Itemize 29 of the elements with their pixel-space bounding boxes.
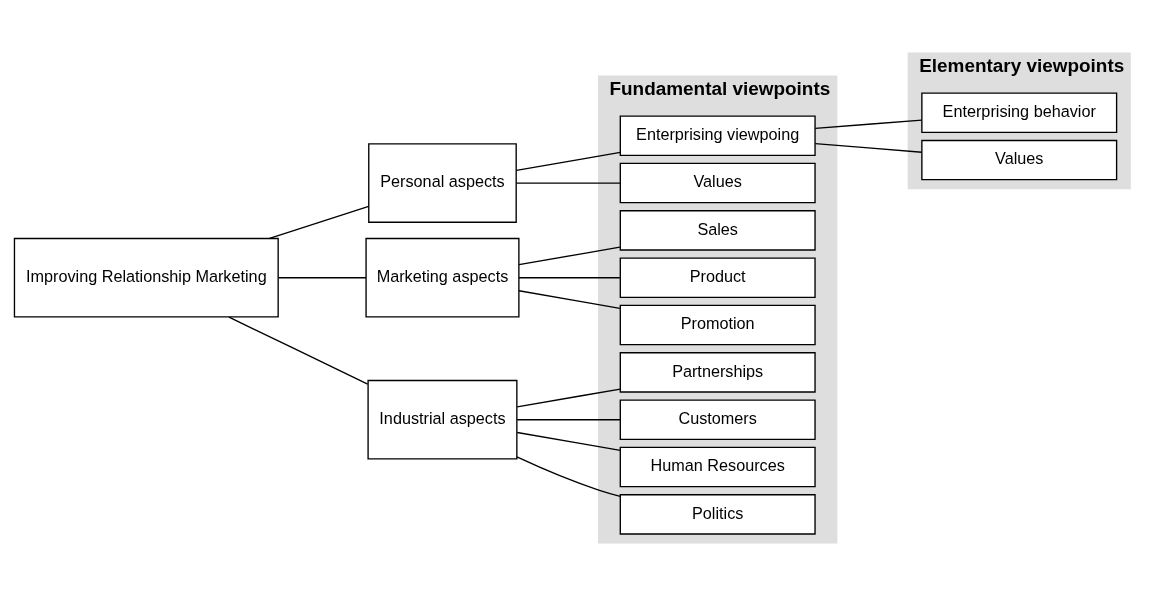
connector bbox=[515, 182, 621, 184]
node-box: Product bbox=[619, 257, 816, 298]
connector bbox=[518, 246, 621, 266]
node-box: Enterprising viewpoing bbox=[619, 115, 816, 156]
node-box: Politics bbox=[619, 494, 816, 535]
node-box: Partnerships bbox=[619, 352, 816, 393]
connector bbox=[516, 431, 621, 452]
connector bbox=[814, 142, 923, 153]
connector bbox=[516, 388, 621, 408]
node-box: Marketing aspects bbox=[365, 237, 520, 318]
connector bbox=[516, 419, 621, 421]
node-box: Values bbox=[619, 162, 816, 204]
node-box: Industrial aspects bbox=[367, 379, 518, 460]
connector bbox=[268, 205, 370, 240]
connector bbox=[518, 290, 621, 309]
connector bbox=[518, 277, 621, 279]
node-box: Values bbox=[921, 139, 1118, 181]
node-box: Customers bbox=[619, 399, 816, 440]
node-box: Improving Relationship Marketing bbox=[13, 237, 279, 318]
node-box: Sales bbox=[619, 210, 816, 251]
connector bbox=[516, 456, 621, 497]
connector bbox=[515, 151, 621, 172]
node-box: Personal aspects bbox=[368, 143, 517, 223]
node-box: Human Resources bbox=[619, 446, 816, 488]
connector bbox=[277, 277, 367, 279]
connector bbox=[814, 119, 923, 129]
node-box: Enterprising behavior bbox=[921, 92, 1118, 133]
connector bbox=[228, 316, 369, 385]
node-box: Promotion bbox=[619, 304, 816, 346]
